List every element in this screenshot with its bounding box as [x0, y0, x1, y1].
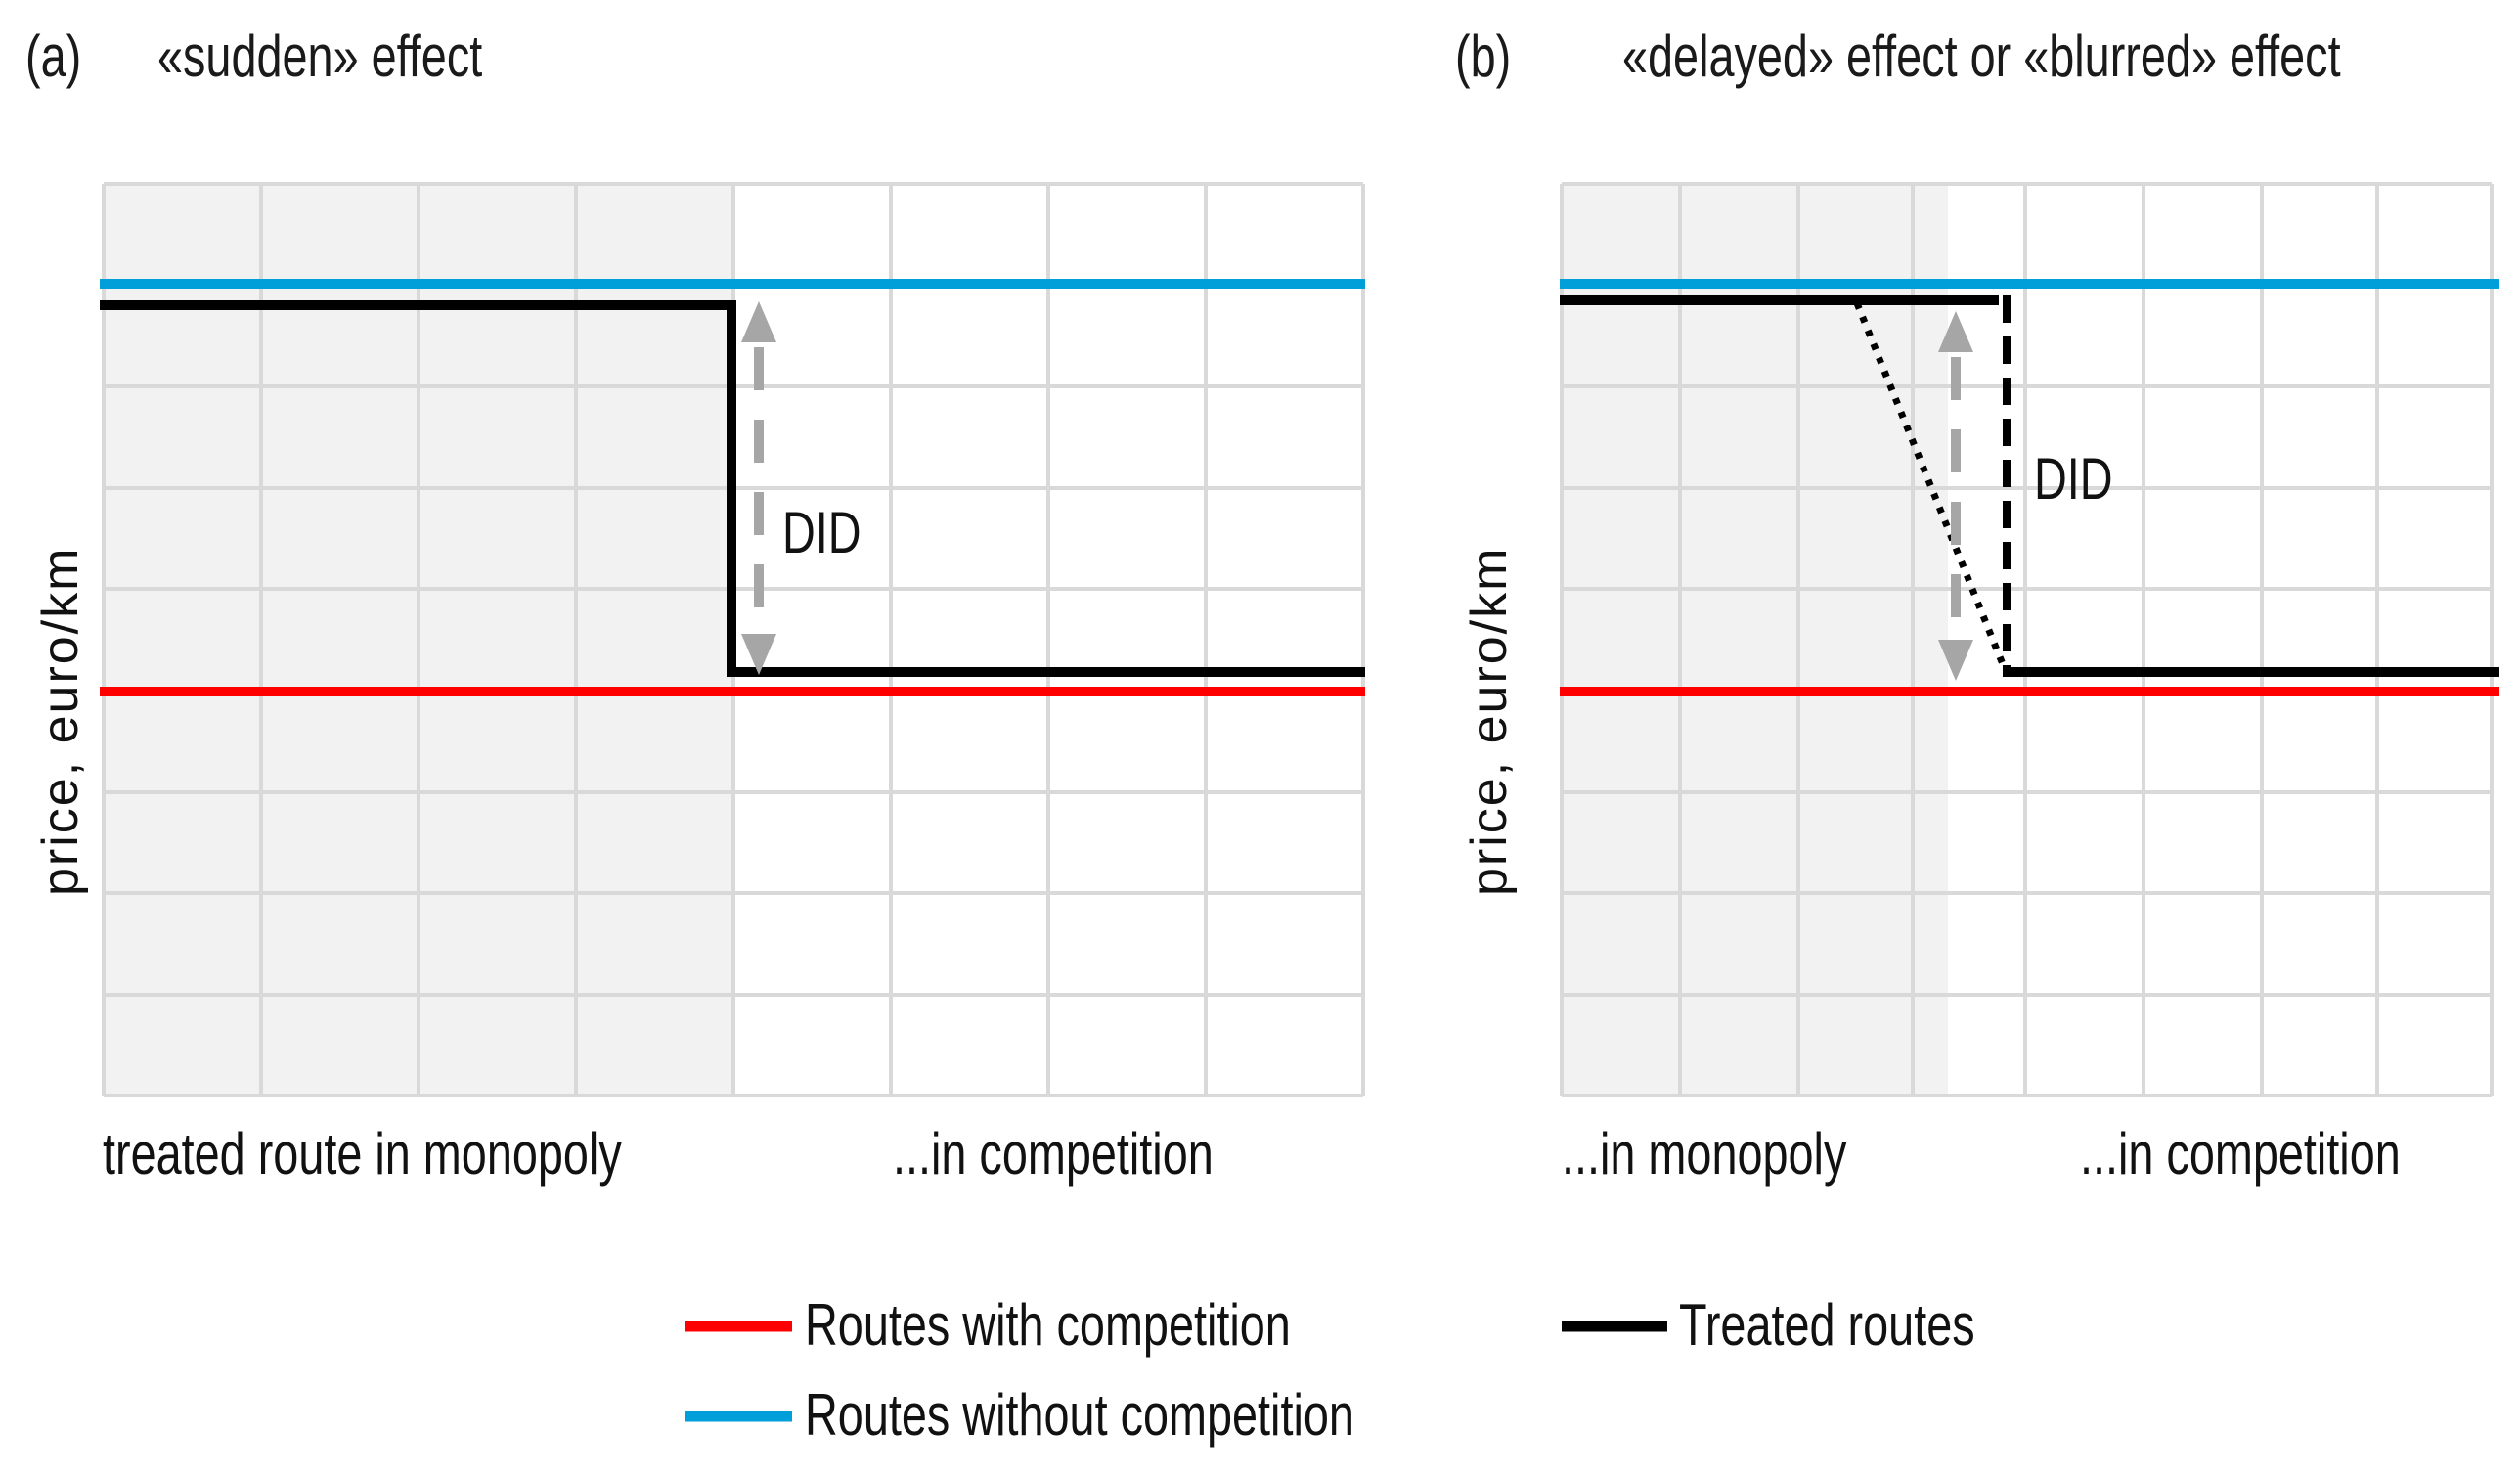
- panel-b-did-label: DID: [2034, 446, 2113, 512]
- panel-b-y-axis-label: price, euro/km: [1461, 546, 1518, 896]
- line-treated-routes: [100, 300, 1365, 677]
- legend-item-treated-routes: Treated routes: [1679, 1292, 1975, 1358]
- panel-b-x-label-left: ...in monopoly: [1562, 1121, 1847, 1187]
- panel-a-plot: [100, 182, 1365, 1097]
- shaded-monopoly-region: [1562, 184, 1948, 1096]
- did-arrow: [1938, 311, 1973, 681]
- legend-item-routes-without-competition: Routes without competition: [805, 1382, 1354, 1448]
- panel-b-title: «delayed» effect or «blurred» effect: [1622, 23, 2341, 89]
- panel-b-x-label-right: ...in competition: [2080, 1121, 2401, 1187]
- did-arrow: [741, 301, 776, 675]
- panel-b-plot: [1560, 182, 2499, 1097]
- panel-a-x-label-left: treated route in monopoly: [103, 1121, 622, 1187]
- panel-a-did-label: DID: [782, 500, 862, 565]
- grid-lines: [1560, 182, 2494, 1097]
- panel-a-x-label-right: ...in competition: [893, 1121, 1214, 1187]
- panel-a-title: «sudden» effect: [157, 23, 483, 89]
- panel-b-tag: (b): [1455, 23, 1512, 89]
- panel-a-tag: (a): [25, 23, 82, 89]
- panel-a-y-axis-label: price, euro/km: [32, 546, 89, 896]
- legend-item-routes-with-competition: Routes with competition: [805, 1292, 1291, 1358]
